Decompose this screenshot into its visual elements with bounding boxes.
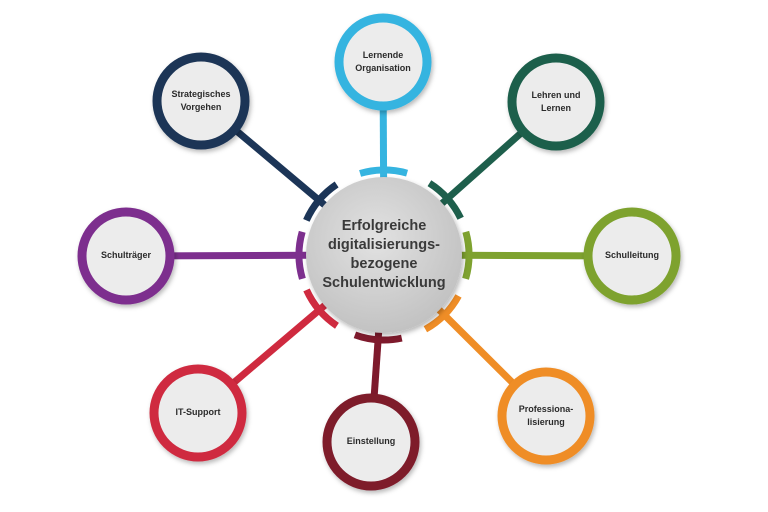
hub-arc-lernende-organisation: [359, 166, 409, 177]
hub-arc-einstellung: [353, 331, 403, 344]
node-circle-lernende-organisation: [334, 13, 432, 111]
node-circle-schultraeger: [77, 207, 175, 305]
center-hub-label: Erfolgreiche digitalisierungs- bezogene …: [322, 217, 446, 292]
node-circle-strategisches-vorgehen: [152, 52, 250, 150]
hub-arc-strategisches-vorgehen: [303, 181, 339, 222]
node-label-professionalisierung: Professiona- lisierung: [518, 403, 574, 427]
node-label-strategisches-vorgehen: Strategisches Vorgehen: [171, 88, 231, 112]
node-label-einstellung: Einstellung: [346, 436, 396, 447]
node-circle-schulleitung: [583, 207, 681, 305]
node-label-lehren-und-lernen: Lehren und Lernen: [531, 89, 581, 113]
node-label-schultraeger: Schulträger: [100, 250, 151, 261]
hub-arcs: [295, 166, 473, 344]
hub-arc-lehren-und-lernen: [427, 180, 464, 220]
center-hub: [306, 177, 462, 333]
hub-arc-schulleitung: [462, 230, 473, 280]
node-label-it-support: IT-Support: [175, 407, 221, 418]
node-label-lernende-organisation: Lernende Organisation: [355, 49, 411, 73]
hub-arc-it-support: [303, 288, 339, 329]
node-circle-professionalisierung: [497, 367, 595, 465]
node-circle-it-support: [149, 364, 247, 462]
hub-arc-schultraeger: [295, 230, 306, 280]
node-label-schulleitung: Schulleitung: [605, 250, 659, 261]
node-circle-einstellung: [322, 393, 420, 491]
connectors: [125, 61, 633, 443]
node-circles: [77, 13, 681, 491]
hub-arc-professionalisierung: [423, 294, 462, 333]
node-circle-lehren-und-lernen: [507, 53, 605, 151]
